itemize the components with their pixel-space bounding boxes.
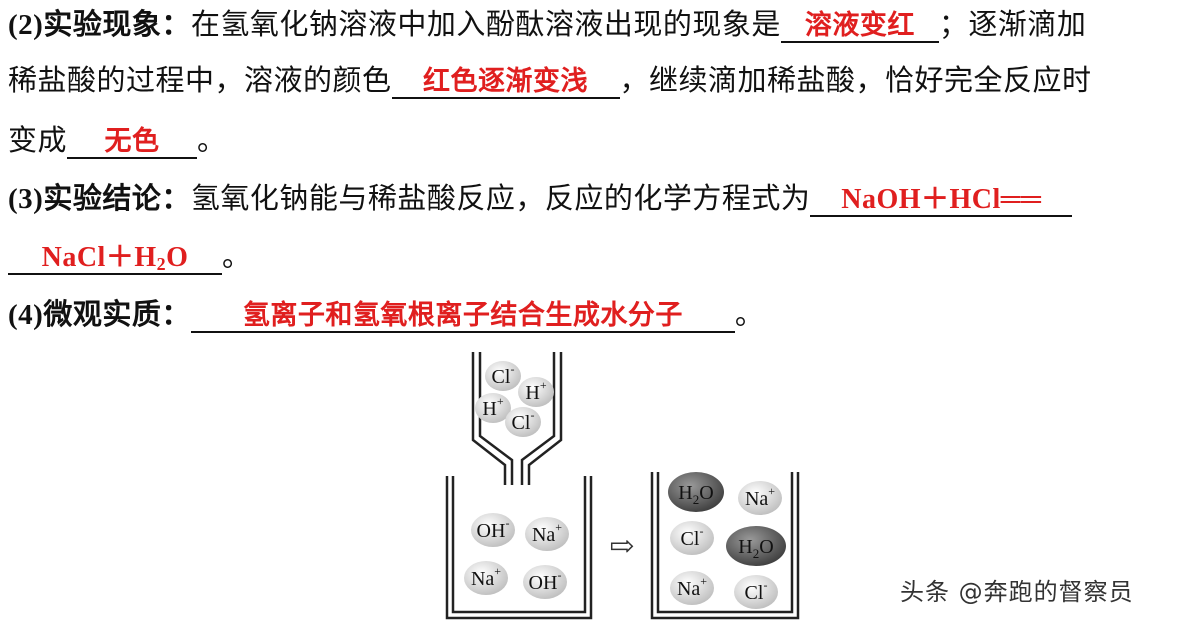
section-3-line-2: NaCl＋H2O 。 [8, 236, 252, 276]
svg-text:Cl-: Cl- [492, 362, 515, 388]
funnel-ion-3: Cl- [505, 407, 541, 437]
svg-text:Cl-: Cl- [745, 578, 768, 604]
beaker1-ion-0: OH- [471, 513, 515, 547]
section-3-end: 。 [222, 239, 252, 273]
answer-blank-3: 无色 [67, 123, 198, 159]
beaker2-particle-2: Cl- [670, 521, 714, 555]
funnel [471, 352, 563, 485]
beaker-left [445, 476, 593, 620]
equation-right-post: O [166, 242, 189, 273]
beaker2-particle-0: H2O [668, 472, 724, 512]
section-2-label: (2)实验现象： [8, 9, 191, 41]
section-3-label: (3)实验结论： [8, 183, 191, 215]
equation-left: NaOH＋HCl══ [841, 184, 1042, 215]
section-2-line-2: 稀盐酸的过程中，溶液的颜色红色逐渐变浅 ，继续滴加稀盐酸，恰好完全反应时 [8, 60, 1092, 100]
section-2-line-3: 变成 无色 。 [8, 120, 227, 160]
svg-text:OH-: OH- [477, 516, 510, 542]
beaker-right [650, 472, 800, 620]
svg-text:Cl-: Cl- [681, 524, 704, 550]
beaker1-ion-3: OH- [523, 565, 567, 599]
funnel-ion-0: Cl- [485, 361, 521, 391]
equation-right: NaCl＋H2O [41, 242, 189, 274]
section-3-line-1: (3)实验结论：氢氧化钠能与稀盐酸反应，反应的化学方程式为 NaOH＋HCl══ [8, 178, 1073, 219]
section-2-text-2: ；逐渐滴加 [938, 7, 1087, 41]
section-4-label: (4)微观实质： [8, 299, 191, 331]
funnel-ion-2: H+ [475, 393, 511, 423]
answer-blank-4: 氢离子和氢氧根离子结合生成水分子 [190, 297, 735, 333]
equation-right-sub: 2 [156, 254, 167, 274]
answer-turns-red: 溶液变红 [804, 10, 915, 41]
beaker2-particle-4: Na+ [670, 571, 714, 605]
section-3-text-1: 氢氧化钠能与稀盐酸反应，反应的化学方程式为 [190, 181, 811, 215]
beaker1-ion-1: Na+ [525, 517, 569, 551]
beaker1-ion-2: Na+ [464, 561, 508, 595]
section-4-line: (4)微观实质： 氢离子和氢氧根离子结合生成水分子 。 [8, 294, 764, 335]
answer-blank-2: 红色逐渐变浅 [391, 63, 620, 99]
svg-text:OH-: OH- [529, 568, 562, 594]
equation-blank-1: NaOH＋HCl══ [810, 181, 1073, 217]
answer-micro-essence: 氢离子和氢氧根离子结合生成水分子 [242, 300, 683, 331]
section-2-text-3: 稀盐酸的过程中，溶液的颜色 [8, 63, 392, 97]
svg-text:H2O: H2O [738, 536, 773, 561]
beaker2-particle-3: H2O [726, 526, 786, 566]
answer-red-fading: 红色逐渐变浅 [423, 66, 589, 97]
watermark: 头条 @奔跑的督察员 [900, 578, 1134, 606]
section-2-text-5: 变成 [8, 123, 68, 157]
answer-colorless: 无色 [104, 126, 160, 157]
reaction-arrow: ⇨ [609, 530, 634, 563]
svg-text:Cl-: Cl- [512, 408, 535, 434]
equation-right-pre: NaCl＋H [41, 242, 157, 273]
beaker2-particle-1: Na+ [738, 481, 782, 515]
section-2-end: 。 [197, 123, 227, 157]
equation-blank-2: NaCl＋H2O [8, 239, 222, 275]
beaker2-particle-5: Cl- [734, 575, 778, 609]
funnel-ion-1: H+ [518, 377, 554, 407]
section-2-text-1: 在氢氧化钠溶液中加入酚酞溶液出现的现象是 [190, 7, 781, 41]
section-2-line-1: (2)实验现象：在氢氧化钠溶液中加入酚酞溶液出现的现象是溶液变红 ；逐渐滴加 [8, 4, 1086, 45]
answer-blank-1: 溶液变红 [780, 7, 939, 43]
section-2-text-4: ，继续滴加稀盐酸，恰好完全反应时 [619, 63, 1092, 97]
section-4-end: 。 [734, 297, 765, 331]
